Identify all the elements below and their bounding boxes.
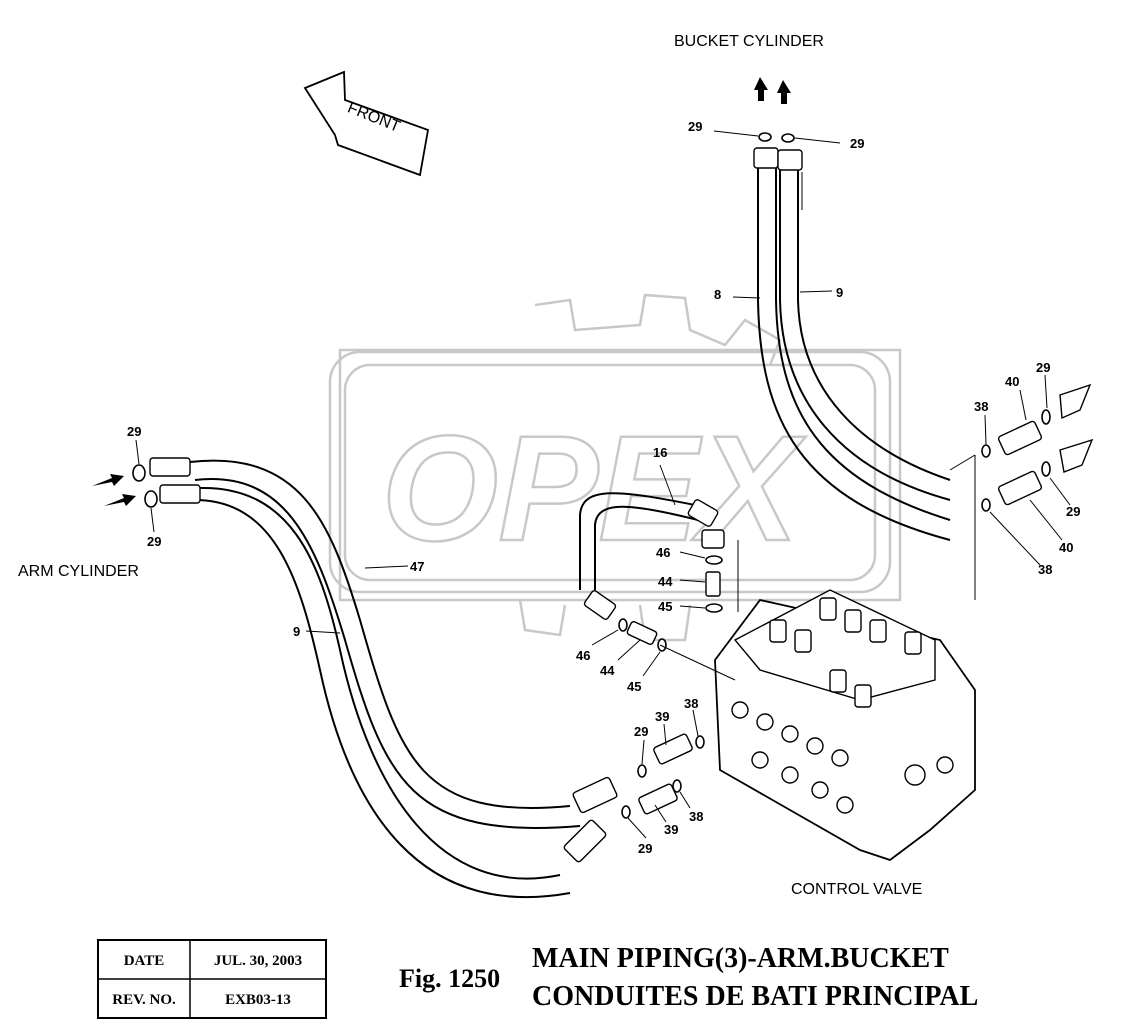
control-valve-label: CONTROL VALVE [791, 881, 922, 898]
callout-46-upper: 46 [656, 545, 670, 560]
callouts: 29 29 8 9 29 29 47 9 16 46 44 45 46 44 4… [127, 119, 1080, 856]
callout-47: 47 [410, 559, 424, 574]
callout-40-upper: 40 [1005, 374, 1019, 389]
figure-number: Fig. 1250 [399, 964, 500, 993]
valve-ports [731, 701, 954, 814]
right-adapters [949, 383, 1094, 600]
callout-29-right-upper: 29 [1036, 360, 1050, 375]
callout-29-bucket-right: 29 [850, 136, 864, 151]
bucket-hoses [753, 147, 951, 541]
callout-45-upper: 45 [658, 599, 672, 614]
date-label: DATE [124, 953, 165, 969]
rev-value: EXB03-13 [225, 992, 291, 1008]
title-line-1: MAIN PIPING(3)-ARM.BUCKET [532, 943, 949, 974]
callout-44-lower: 44 [600, 663, 615, 678]
callout-38-valve-lower: 38 [689, 809, 703, 824]
valve-adapters [626, 529, 725, 815]
callout-39-valve-lower: 39 [664, 822, 678, 837]
callout-29-arm-top: 29 [127, 424, 141, 439]
callout-9-arm: 9 [293, 624, 300, 639]
callout-46-lower: 46 [576, 648, 590, 663]
opex-watermark: OPEX [328, 293, 902, 642]
callout-29-arm-bottom: 29 [147, 534, 161, 549]
control-valve-body [714, 589, 976, 862]
bucket-flow-arrows-icon [754, 77, 791, 104]
valve-spools [769, 597, 922, 708]
callout-16: 16 [653, 445, 667, 460]
callout-29-right-lower: 29 [1066, 504, 1080, 519]
callout-39-valve-upper: 39 [655, 709, 669, 724]
arm-hoses [149, 457, 618, 899]
callout-29-bucket-left: 29 [688, 119, 702, 134]
callout-44-upper: 44 [658, 574, 673, 589]
callout-45-lower: 45 [627, 679, 641, 694]
callout-38-right-lower: 38 [1038, 562, 1052, 577]
rev-label: REV. NO. [112, 992, 176, 1008]
o-rings [132, 132, 1051, 819]
callout-38-right-upper: 38 [974, 399, 988, 414]
revision-table: DATE JUL. 30, 2003 REV. NO. EXB03-13 [97, 939, 327, 1019]
leader-lines [135, 130, 1071, 839]
hose-16 [579, 492, 719, 620]
arm-cylinder-label: ARM CYLINDER [18, 563, 139, 580]
bucket-cylinder-label: BUCKET CYLINDER [674, 33, 824, 50]
callout-8: 8 [714, 287, 721, 302]
callout-29-valve-lower: 29 [638, 841, 652, 856]
figure-title: Fig. 1250 MAIN PIPING(3)-ARM.BUCKET COND… [399, 943, 978, 1012]
watermark-text: OPEX [382, 404, 807, 572]
callout-9-bucket: 9 [836, 285, 843, 300]
front-arrow-icon: FRONT [303, 70, 430, 177]
callout-38-valve-upper: 38 [684, 696, 698, 711]
callout-29-valve-upper: 29 [634, 724, 648, 739]
callout-40-lower: 40 [1059, 540, 1073, 555]
title-line-2: CONDUITES DE BATI PRINCIPAL [532, 981, 978, 1012]
arm-flow-arrows-icon [92, 474, 136, 506]
date-value: JUL. 30, 2003 [214, 953, 302, 969]
